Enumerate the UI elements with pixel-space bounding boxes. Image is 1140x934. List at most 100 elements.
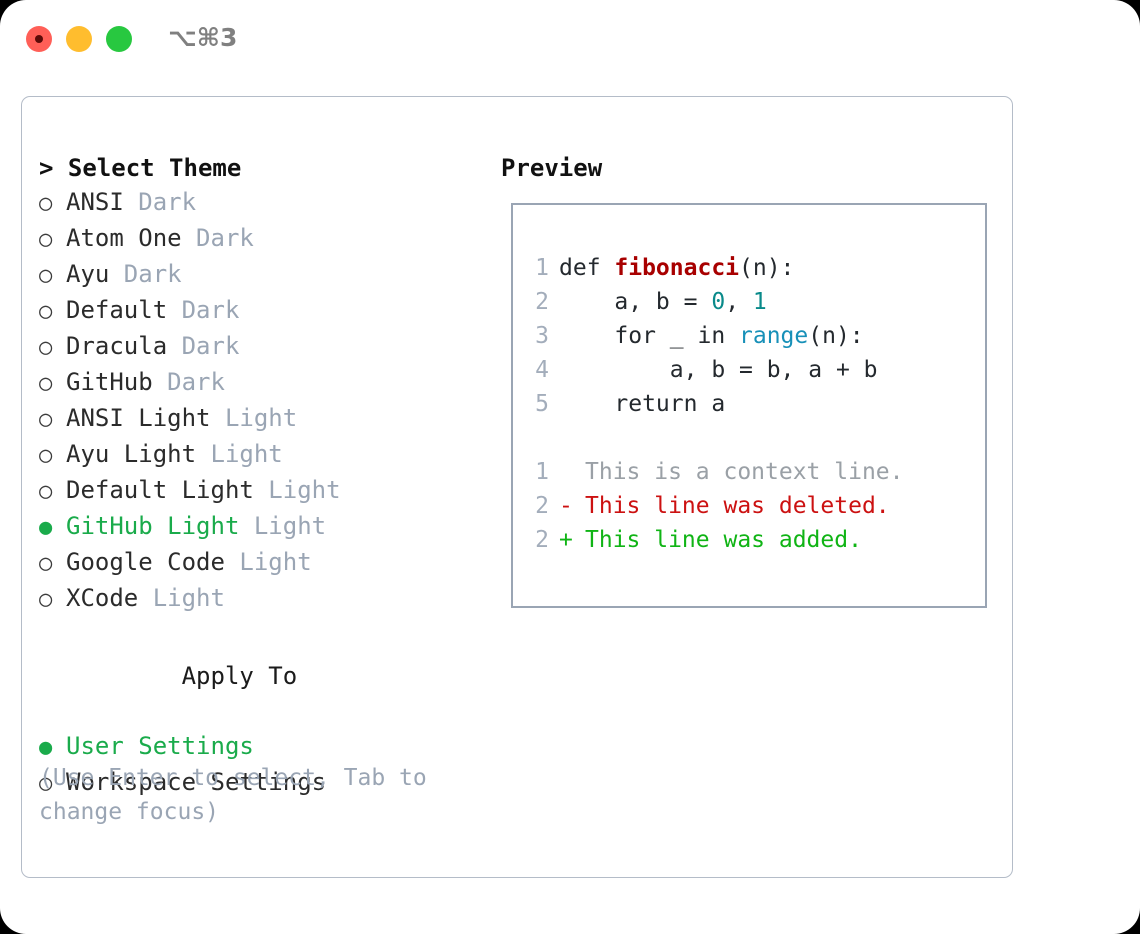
theme-variant-badge: Light bbox=[268, 476, 341, 504]
code-line: 5 return a bbox=[525, 387, 979, 421]
theme-option-github[interactable]: ○ GitHub Dark bbox=[39, 365, 479, 401]
theme-variant-badge: Dark bbox=[167, 368, 225, 396]
code-line: 1 def fibonacci(n): bbox=[525, 251, 979, 285]
theme-variant-badge: Light bbox=[239, 548, 312, 576]
radio-selected-icon: ● bbox=[39, 515, 53, 540]
radio-unselected-icon: ○ bbox=[39, 551, 53, 576]
preview-section: Preview bbox=[501, 151, 991, 185]
radio-unselected-icon: ○ bbox=[39, 191, 53, 216]
maximize-window-button[interactable] bbox=[106, 26, 132, 52]
theme-variant-badge: Dark bbox=[138, 188, 197, 216]
theme-option-label: Google Code bbox=[66, 548, 240, 576]
code-token: def bbox=[559, 255, 615, 281]
theme-option-label: Atom One bbox=[66, 224, 197, 252]
theme-option-google-code[interactable]: ○ Google Code Light bbox=[39, 545, 479, 581]
code-token: 0 bbox=[711, 289, 726, 315]
code-token: 1 bbox=[752, 289, 767, 315]
select-theme-heading: > Select Theme bbox=[39, 154, 242, 182]
keyboard-hint-text: (Use Enter to select, Tab to change focu… bbox=[39, 765, 441, 825]
diff-line-number: 2 bbox=[535, 493, 549, 519]
code-line: 4 a, b = b, a + b bbox=[525, 353, 979, 387]
theme-option-dracula[interactable]: ○Dracula Dark bbox=[39, 329, 479, 365]
code-line-number: 4 bbox=[535, 357, 549, 383]
theme-option-label: GitHub bbox=[66, 368, 168, 396]
theme-option-label: Ayu bbox=[66, 260, 124, 288]
radio-selected-icon: ● bbox=[39, 735, 53, 760]
diff-line-text: This line was added. bbox=[585, 527, 862, 553]
theme-option-default[interactable]: ○Default Dark bbox=[39, 293, 479, 329]
code-token: range bbox=[739, 323, 809, 349]
theme-option-label: Dracula bbox=[66, 332, 182, 360]
code-line-number: 1 bbox=[535, 255, 549, 281]
radio-unselected-icon: ○ bbox=[39, 479, 53, 504]
diff-sign: + bbox=[559, 527, 573, 553]
theme-variant-badge: Dark bbox=[181, 332, 240, 360]
diff-line-text: This is a context line. bbox=[585, 459, 904, 485]
diff-line-added: 2 + This line was added. bbox=[525, 523, 979, 557]
radio-unselected-icon: ○ bbox=[39, 299, 53, 324]
theme-option-xcode[interactable]: ○XCode Light bbox=[39, 581, 479, 617]
diff-sign: - bbox=[559, 493, 573, 519]
diff-line-number: 2 bbox=[535, 527, 549, 553]
theme-option-label: Default Light bbox=[66, 476, 269, 504]
theme-variant-badge: Light bbox=[210, 440, 283, 468]
theme-variant-badge: Light bbox=[152, 584, 225, 612]
close-window-button[interactable] bbox=[26, 26, 52, 52]
minimize-window-button[interactable] bbox=[66, 26, 92, 52]
diff-line-text: This line was deleted. bbox=[585, 493, 890, 519]
apply-to-options-container: ● User Settings ○ Workspace Settings bbox=[39, 729, 479, 801]
code-token: fibonacci bbox=[614, 255, 740, 281]
radio-unselected-icon: ○ bbox=[39, 771, 53, 796]
radio-unselected-icon: ○ bbox=[39, 263, 53, 288]
theme-option-label: Ayu Light bbox=[66, 440, 211, 468]
code-token: , bbox=[725, 289, 753, 315]
theme-option-default-light[interactable]: ○ Default Light Light bbox=[39, 473, 479, 509]
theme-variant-badge: Dark bbox=[196, 224, 254, 252]
apply-to-option-label: User Settings bbox=[66, 732, 254, 760]
theme-option-github-light[interactable]: ●GitHub Light Light bbox=[39, 509, 479, 545]
code-line: 2 a, b = 0, 1 bbox=[525, 285, 979, 319]
theme-option-atom-one[interactable]: ○ Atom One Dark bbox=[39, 221, 479, 257]
radio-unselected-icon: ○ bbox=[39, 371, 53, 396]
diff-line-number: 1 bbox=[535, 459, 549, 485]
apply-heading-marker-spacer bbox=[155, 661, 182, 695]
theme-option-ayu-light[interactable]: ○ Ayu Light Light bbox=[39, 437, 479, 473]
radio-unselected-icon: ○ bbox=[39, 227, 53, 252]
code-line-number: 2 bbox=[535, 289, 549, 315]
code-diff-separator bbox=[525, 421, 979, 455]
main-content-panel: > Select Theme ○ANSI Dark○Atom One Dark○… bbox=[21, 96, 1013, 878]
theme-option-label: XCode bbox=[66, 584, 153, 612]
apply-to-option-user-settings[interactable]: ● User Settings bbox=[39, 729, 479, 765]
diff-line-deleted: 2-This line was deleted. bbox=[525, 489, 979, 523]
apply-to-option-workspace-settings[interactable]: ○ Workspace Settings bbox=[39, 765, 479, 801]
code-token: (n): bbox=[739, 255, 795, 281]
theme-option-ayu[interactable]: ○ Ayu Dark bbox=[39, 257, 479, 293]
diff-line-context: 1 This is a context line. bbox=[525, 455, 979, 489]
code-token: a, b = b, a + b bbox=[559, 357, 878, 383]
theme-option-label: GitHub Light bbox=[66, 512, 254, 540]
radio-unselected-icon: ○ bbox=[39, 407, 53, 432]
code-line-number: 5 bbox=[535, 391, 549, 417]
code-line: 3 for _ in range(n): bbox=[525, 319, 979, 353]
theme-option-ansi[interactable]: ○ ANSI Dark bbox=[39, 185, 479, 221]
title-bar: ⌥⌘3 bbox=[0, 0, 1140, 78]
theme-variant-badge: Dark bbox=[123, 260, 182, 288]
theme-selector-list: > Select Theme ○ANSI Dark○Atom One Dark○… bbox=[39, 151, 479, 617]
code-token: (n): bbox=[808, 323, 864, 349]
radio-unselected-icon: ○ bbox=[39, 443, 53, 468]
theme-option-label: Default bbox=[66, 296, 182, 324]
theme-option-label: ANSI Light bbox=[66, 404, 225, 432]
apply-to-option-label: Workspace Settings bbox=[66, 768, 327, 796]
theme-option-ansi-light[interactable]: ○ ANSI Light Light bbox=[39, 401, 479, 437]
theme-option-label: ANSI bbox=[66, 188, 139, 216]
theme-options-container: ○ ANSI Dark ○ Atom One Dark ○ Ayu Dark ○ Defaul… bbox=[39, 185, 479, 617]
diff-sign bbox=[559, 455, 585, 489]
code-token: for _ in bbox=[559, 323, 740, 349]
theme-variant-badge: Light bbox=[224, 404, 298, 432]
code-token: a, b = bbox=[559, 289, 712, 315]
apply-to-section: Apply To ●User Settings○Workspace Settin… bbox=[39, 625, 479, 801]
